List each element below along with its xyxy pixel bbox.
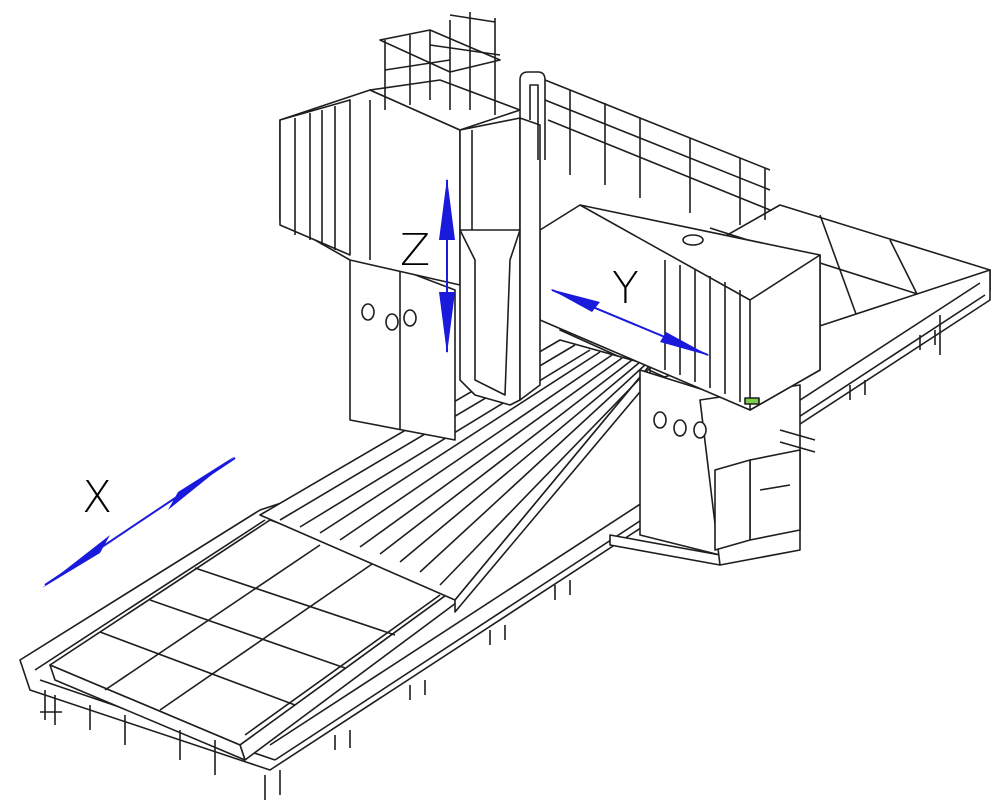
x-axis-arrow-left: [42, 535, 110, 588]
control-box: [714, 429, 816, 551]
worktable: [49, 519, 461, 761]
cross-beam-right: [539, 204, 821, 411]
x-axis-label: X: [82, 472, 112, 523]
status-indicator: [744, 397, 760, 405]
support-legs: [40, 315, 941, 800]
axis-arrows: [42, 178, 710, 588]
cross-beam-left: [279, 79, 521, 286]
y-axis-arrow-right: [660, 332, 710, 356]
y-axis-arrow-left: [550, 289, 600, 312]
top-platform: [379, 12, 546, 160]
left-column: [349, 249, 456, 441]
z-axis-arrow-down: [439, 292, 455, 354]
vertical-ram: [459, 117, 541, 406]
y-axis-label: Y: [612, 263, 639, 314]
beam-railing: [544, 79, 771, 225]
x-axis-arrow-right: [168, 456, 235, 510]
z-axis-arrow-up: [439, 178, 455, 240]
z-axis-label: Z: [400, 225, 430, 276]
